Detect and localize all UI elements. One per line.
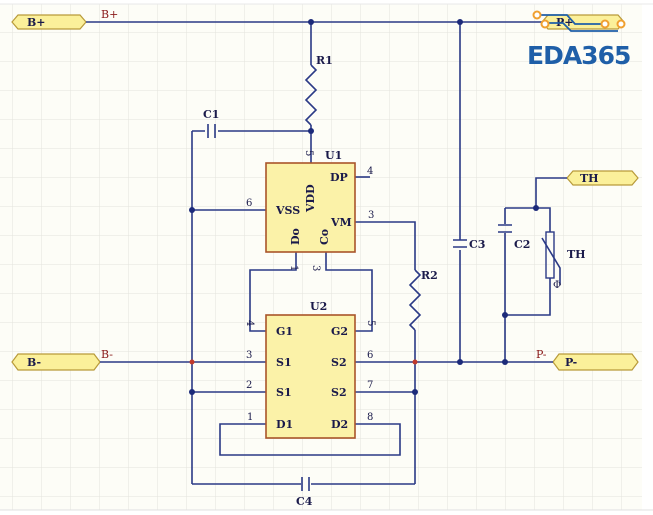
- component-label: C4: [296, 495, 313, 508]
- pin-name: G1: [276, 325, 293, 338]
- pin-name: S1: [276, 356, 292, 369]
- pin-name: S1: [276, 386, 292, 399]
- pin-number: 3: [246, 350, 252, 361]
- port-p-plus[interactable]: P+: [541, 14, 625, 30]
- pin-number: 4: [367, 166, 373, 177]
- port-label: B-: [27, 356, 41, 369]
- pin-name: Co: [318, 229, 331, 245]
- pin-number: 2: [246, 380, 252, 391]
- pin-name: VM: [330, 216, 352, 229]
- component-label: TH: [567, 248, 586, 261]
- net-label-b-minus: B-: [101, 348, 113, 361]
- resistor-r2[interactable]: R2: [408, 269, 438, 331]
- component-label: R2: [421, 269, 438, 282]
- port-b-minus[interactable]: B-: [11, 353, 101, 371]
- logo-text: EDA365: [527, 41, 630, 70]
- port-label: P+: [556, 16, 574, 29]
- pin-number: 4: [244, 320, 255, 326]
- chip-u1[interactable]: U1 VDD DP VSS VM Do Co 5 4 6 3 1 3: [246, 149, 374, 271]
- thermistor-th[interactable]: Φ TH: [541, 231, 586, 291]
- component-label: C2: [514, 238, 530, 251]
- port-label: B+: [27, 16, 46, 29]
- capacitor-c4[interactable]: C4: [296, 477, 313, 508]
- pin-name: D1: [276, 418, 293, 431]
- junctions: [189, 19, 539, 395]
- resistor-r1[interactable]: R1: [304, 54, 333, 126]
- pin-number: 3: [368, 210, 374, 221]
- pin-name: VDD: [304, 184, 317, 213]
- eda365-logo: EDA365: [527, 10, 631, 70]
- pin-number: 6: [246, 198, 252, 209]
- pin-name: G2: [331, 325, 348, 338]
- pin-number: 1: [288, 265, 299, 271]
- pin-number: 5: [365, 320, 376, 326]
- pin-number: 1: [247, 412, 253, 423]
- chip-label: U1: [325, 149, 342, 162]
- pin-name: DP: [330, 171, 348, 184]
- chip-label: U2: [310, 300, 327, 313]
- pin-number: 3: [310, 265, 321, 271]
- port-label: P-: [565, 356, 577, 369]
- capacitor-c2[interactable]: C2: [498, 224, 530, 251]
- component-label: C3: [469, 238, 485, 251]
- port-p-minus[interactable]: P-: [552, 353, 639, 371]
- port-label: TH: [580, 172, 599, 185]
- chip-u2[interactable]: U2 G1 G2 S1 S2 S1 S2 D1 D2 4 5 3 2 1 6 7…: [244, 300, 376, 439]
- component-label: C1: [203, 108, 219, 121]
- pin-number: 7: [367, 380, 373, 391]
- pin-number: 8: [367, 412, 373, 423]
- component-label: R1: [316, 54, 333, 67]
- port-b-plus[interactable]: B+: [11, 14, 87, 30]
- net-label-b-plus: B+: [101, 8, 118, 21]
- thermistor-symbol-icon: Φ: [553, 280, 561, 291]
- pin-name: S2: [331, 356, 347, 369]
- pin-number: 6: [367, 350, 373, 361]
- capacitor-c3[interactable]: C3: [453, 238, 485, 251]
- pin-name: VSS: [275, 204, 300, 217]
- port-th[interactable]: TH: [566, 170, 639, 186]
- pin-name: S2: [331, 386, 347, 399]
- pin-name: Do: [289, 228, 302, 245]
- net-label-p-minus: P-: [536, 348, 547, 361]
- capacitor-c1[interactable]: C1: [203, 108, 219, 138]
- pin-number: 5: [303, 150, 314, 156]
- pin-name: D2: [331, 418, 348, 431]
